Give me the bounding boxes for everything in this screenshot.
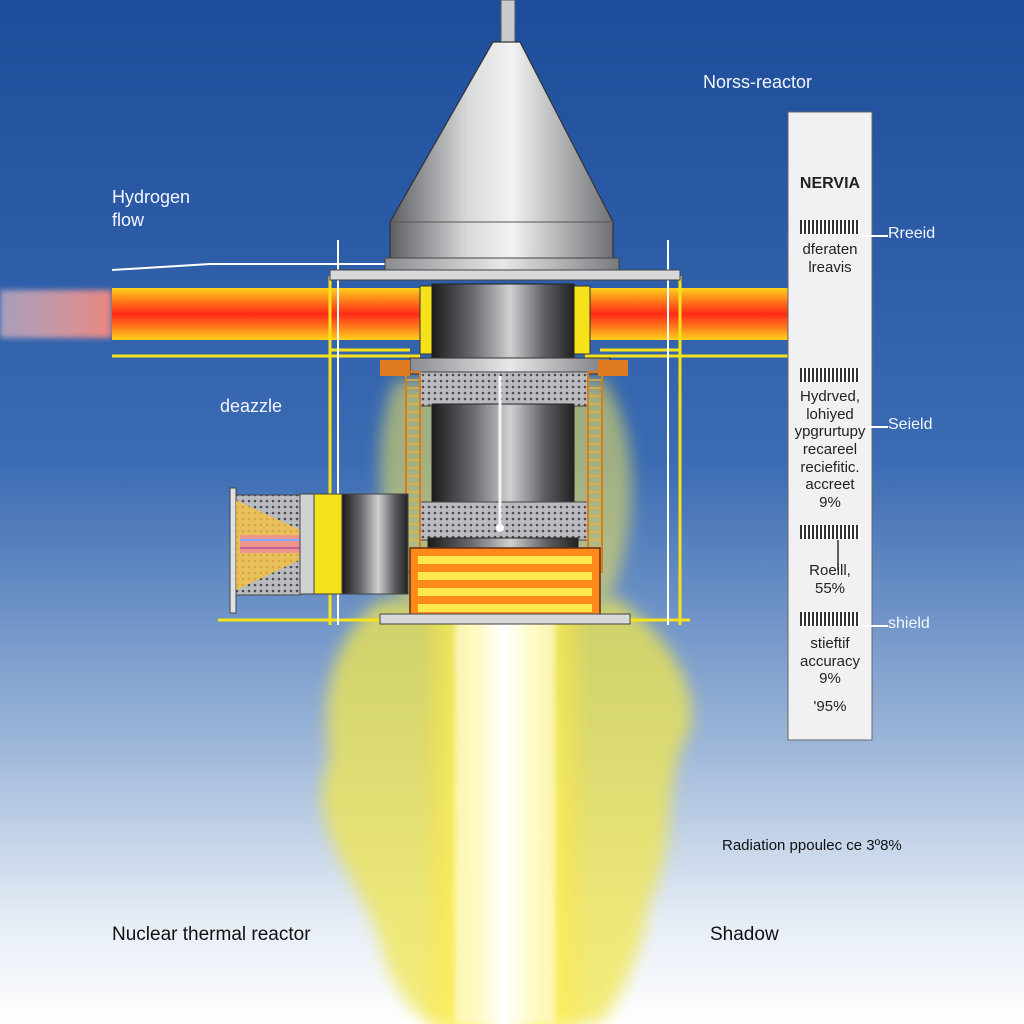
- hydrogen-inflow: [0, 290, 112, 338]
- radiation-label: Radiation ppoulec ce 3º8%: [722, 838, 902, 854]
- panel-block-2: Hydrved, lohiyed ypgrurtupy recareel rec…: [788, 388, 872, 512]
- panel-block-4: stieftif accuracy 9%: [788, 635, 872, 688]
- hydrogen-flow-label-line1: Hydrogen: [112, 188, 190, 207]
- bottom-right-label: Shadow: [710, 925, 779, 945]
- panel-block-5: '95%: [788, 698, 872, 716]
- side-module: [230, 488, 408, 613]
- panel-block-3: Roeill, 55%: [788, 562, 872, 597]
- top-right-label: Norss-reactor: [703, 73, 812, 92]
- panel-block-1: dferaten lreavis: [788, 241, 872, 276]
- panel-title: NERVIA: [788, 175, 872, 194]
- callout-shield: shield: [888, 616, 930, 633]
- left-mid-label: deazzle: [220, 397, 282, 416]
- bottom-left-label: Nuclear thermal reactor: [112, 925, 311, 945]
- hydrogen-flow-label-line2: flow: [112, 211, 144, 230]
- nozzle-rings: [380, 548, 630, 624]
- callout-rreeid: Rreeid: [888, 226, 935, 243]
- ladder-right: [588, 372, 602, 572]
- callout-seield: Seield: [888, 417, 932, 434]
